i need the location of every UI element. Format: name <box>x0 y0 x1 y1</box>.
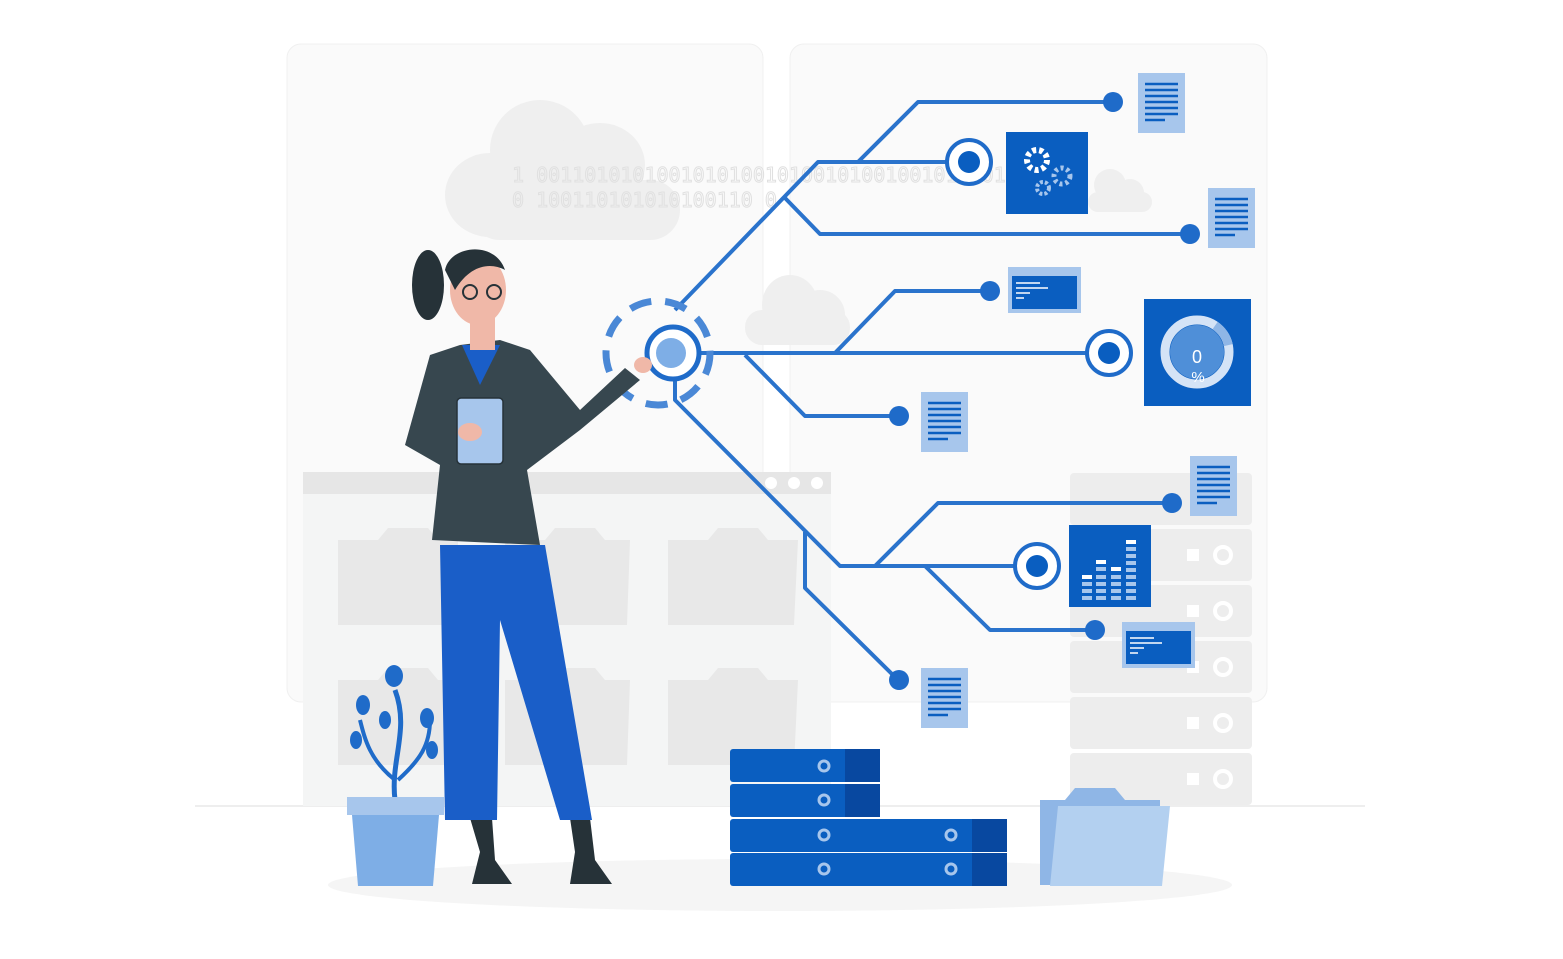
gauge-value: 0 <box>1192 347 1202 367</box>
bar-chart-icon <box>1069 525 1151 607</box>
cloud-icon <box>745 275 850 345</box>
folder-icon <box>1040 788 1170 886</box>
document-icon <box>1138 73 1185 133</box>
document-icon <box>921 668 968 728</box>
settings-gears-icon <box>1006 132 1088 214</box>
server-stack <box>730 749 1007 886</box>
ring-nodes <box>945 138 1133 590</box>
woman-character <box>405 249 652 884</box>
terminal-window-icon <box>1008 267 1081 313</box>
progress-gauge: 0 % <box>1144 299 1251 406</box>
gauge-unit: % <box>1191 369 1204 386</box>
document-icon <box>921 392 968 452</box>
binary-text: 0 100110101010100110 0 <box>512 188 777 212</box>
document-icon <box>1208 188 1255 248</box>
network-lines <box>673 100 1190 682</box>
touch-hub-node <box>602 297 714 409</box>
cloud-icon <box>1088 169 1152 212</box>
node-dots <box>889 92 1200 690</box>
cloud-icon <box>445 100 680 240</box>
terminal-window-icon <box>1122 622 1195 668</box>
potted-plant <box>347 665 444 886</box>
document-icon <box>1190 456 1237 516</box>
